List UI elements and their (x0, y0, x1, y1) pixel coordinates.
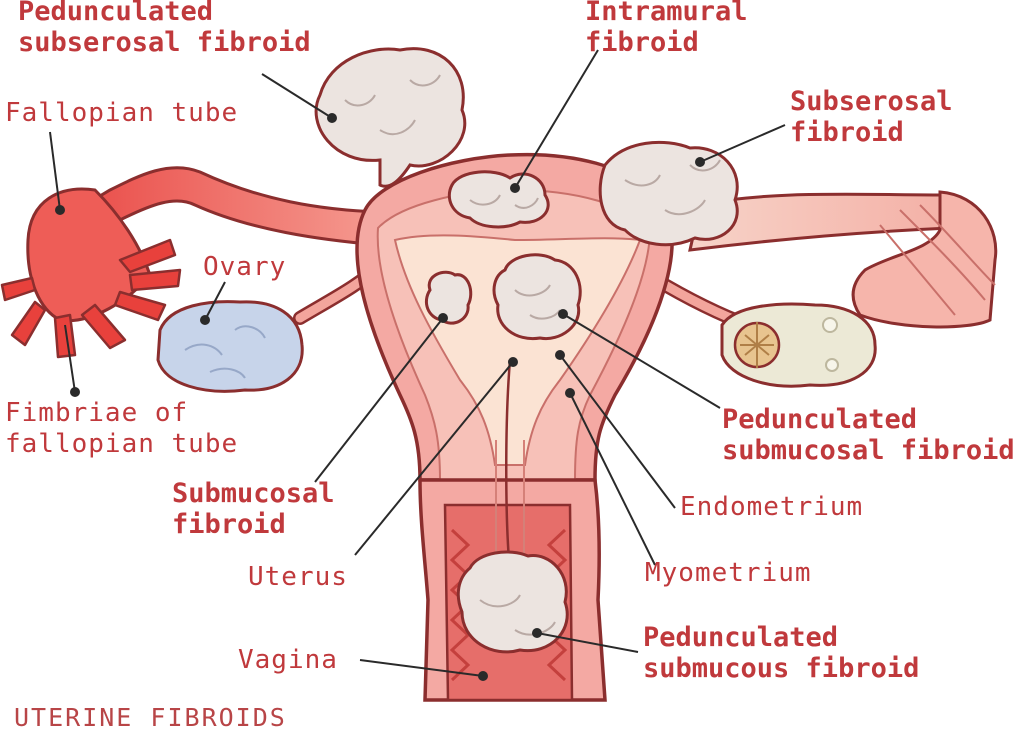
leader-uterus (354, 361, 514, 556)
subserosal-fibroid (598, 140, 739, 247)
left-ovary (156, 300, 304, 393)
leader-fimbriae (64, 324, 76, 393)
right-fallopian-tube (688, 190, 998, 329)
label-intramural-fibroid: Intramural fibroid (585, 0, 748, 58)
leader-ovary (204, 281, 226, 321)
pedunculated-submucosal-fibroid (492, 253, 582, 341)
leader-pedunculated-submucous (536, 632, 639, 653)
label-pedunculated-submucosal-fibroid: Pedunculated submucosal fibroid (722, 404, 1015, 466)
leader-fallopian-tube (49, 131, 61, 211)
leader-vagina (359, 659, 484, 677)
label-pedunculated-submucous-fibroid: Pedunculated submucous fibroid (643, 622, 920, 684)
label-fimbriae-of-fallopian-tube: Fimbriae of fallopian tube (5, 398, 239, 459)
label-uterus: Uterus (248, 562, 348, 592)
leader-endometrium (559, 354, 676, 509)
leader-pedunculated-submucosal (562, 313, 721, 409)
leader-subserosal (699, 124, 786, 163)
label-subserosal-fibroid: Subserosal fibroid (790, 86, 953, 148)
left-fimbriae (0, 238, 182, 359)
label-fallopian-tube: Fallopian tube (5, 98, 239, 128)
label-myometrium: Myometrium (645, 558, 812, 588)
leader-submucosal (314, 317, 444, 483)
label-vagina: Vagina (238, 645, 338, 675)
label-endometrium: Endometrium (680, 492, 864, 522)
label-pedunculated-subserosal-fibroid: Pedunculated subserosal fibroid (18, 0, 311, 58)
label-submucosal-fibroid: Submucosal fibroid (172, 478, 335, 540)
leader-myometrium (569, 392, 656, 566)
diagram-title: UTERINE FIBROIDS (14, 703, 287, 732)
intramural-fibroid (447, 170, 550, 229)
leader-intramural (514, 49, 599, 189)
submucosal-fibroid (425, 270, 473, 325)
leader-pedunculated-subserosal (261, 73, 333, 119)
label-ovary: Ovary (203, 252, 287, 282)
leader-lines (49, 49, 786, 677)
pedunculated-subserosal-fibroid (314, 47, 467, 188)
